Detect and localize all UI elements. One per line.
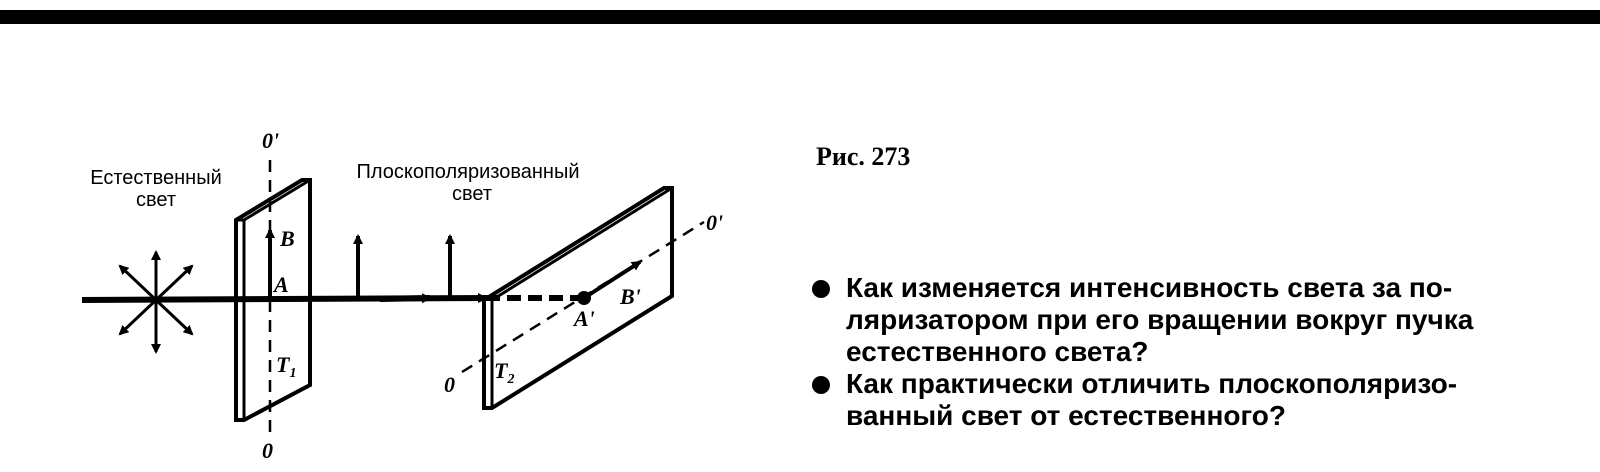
question-1-line-2: ляризатором при его вращении вокруг пучк…: [846, 304, 1474, 335]
label-polarized-light-1: Плоскополяризованный: [356, 161, 579, 183]
label-polarizer-1: T1: [276, 352, 296, 381]
question-2-line-2: ванный свет от естественного?: [846, 400, 1286, 431]
bullet-icon: [812, 280, 830, 298]
top-rule: [0, 10, 1600, 24]
question-list: Как изменяется интенсивность света за по…: [812, 272, 1592, 432]
label-axis-bottom: 0: [262, 438, 273, 463]
label-point-b-prime: B': [619, 284, 641, 309]
question-2-line-1: Как практически отличить плоскополяризо-: [846, 368, 1458, 399]
question-1-line-3: естественного света?: [846, 336, 1149, 367]
label-natural-light-1: Естественный: [90, 167, 222, 189]
label-point-a: A: [272, 272, 289, 297]
figure-caption: Рис. 273: [816, 142, 911, 171]
label-natural-light-2: свет: [136, 189, 176, 211]
beam-arrow-mid: [379, 293, 432, 304]
polarization-vectors: [265, 228, 455, 299]
label-axis-top: 0': [262, 128, 279, 153]
vector-b-prime: [582, 260, 642, 300]
bullet-icon: [812, 376, 830, 394]
label-point-b: B: [279, 226, 295, 251]
polarization-diagram: Естественный свет Плоскополяризованный с…: [81, 128, 723, 463]
label-polarizer-2: T2: [494, 358, 514, 387]
label-point-a-prime: A': [572, 306, 595, 331]
question-2: Как практически отличить плоскополяризо-…: [812, 368, 1592, 432]
question-1-line-1: Как изменяется интенсивность света за по…: [846, 272, 1453, 303]
label-axis-left: 0: [444, 372, 455, 397]
label-axis-right: 0': [706, 210, 723, 235]
question-1: Как изменяется интенсивность света за по…: [812, 272, 1592, 368]
natural-light-star: [118, 250, 194, 354]
label-polarized-light-2: свет: [452, 183, 492, 205]
